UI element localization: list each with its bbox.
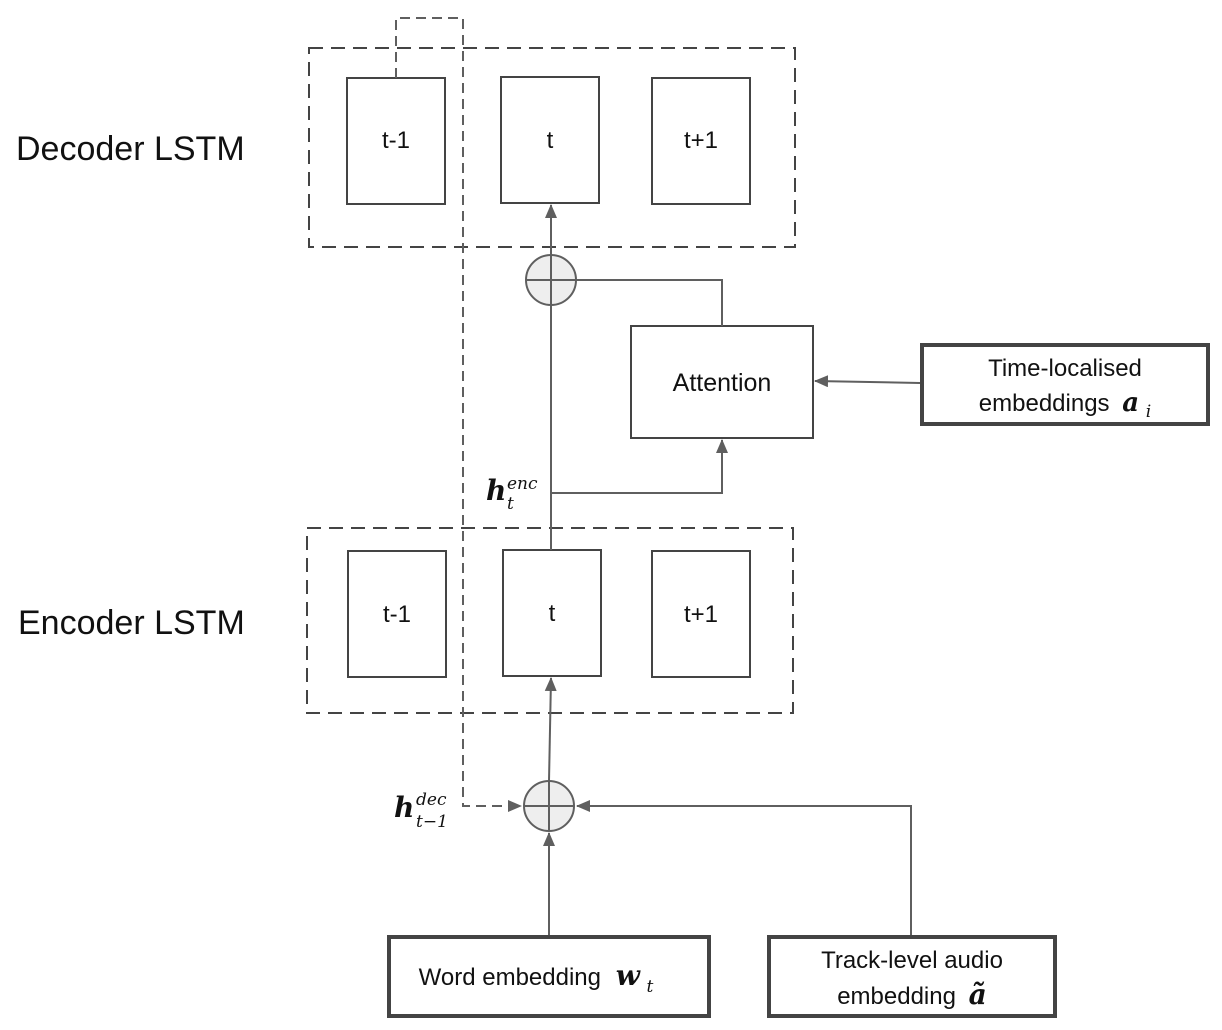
w-t-subscript: t: [646, 977, 653, 997]
time-localised-line1: Time-localised: [988, 355, 1142, 382]
encoder-cell-label-t-minus-1: t-1: [383, 601, 411, 628]
encoder-lstm-label: Encoder LSTM: [18, 604, 245, 642]
decoder-cell-t: [500, 76, 600, 204]
a-i-subscript: i: [1146, 402, 1151, 422]
h-enc-superscript: enc: [507, 474, 538, 494]
decoder-state-feedback-line: [395, 17, 504, 807]
track-audio-embedding-box: [767, 935, 1057, 1018]
time-localised-to-attention-arrow: [814, 375, 921, 388]
encoder-cell-label-t-plus-1: t+1: [684, 601, 718, 628]
attention-box: [630, 325, 814, 439]
track-audio-line2-text: embedding: [837, 983, 956, 1010]
time-localised-line2-text: embeddings: [979, 390, 1110, 417]
h-dec-superscript: dec: [416, 790, 447, 810]
h-enc-to-attention-arrow: [551, 439, 728, 494]
attention-label: Attention: [673, 369, 772, 397]
h-enc-label: h: [486, 474, 506, 507]
word-embedding-label: Word embedding w t: [419, 959, 654, 997]
h-enc-subscript: t: [507, 494, 514, 514]
track-audio-line1: Track-level audio: [821, 947, 1003, 974]
h-dec-label: h: [394, 791, 414, 824]
attention-to-combiner-line: [576, 279, 723, 326]
decoder-cell-t-minus-1: [346, 77, 446, 205]
decoder-cell-label-t: t: [547, 127, 554, 154]
decoder-state-feedback-arrowhead: [508, 800, 522, 812]
a-tilde-symbol: ã: [969, 978, 987, 1011]
encoder-cell-t-plus-1: [651, 550, 751, 678]
h-enc-symbol: h: [486, 474, 506, 507]
track-audio-to-combiner-arrow: [576, 800, 912, 936]
decoder-cell-label-t-minus-1: t-1: [382, 127, 410, 154]
combiner-to-encoder-arrow: [544, 677, 557, 782]
h-dec-symbol: h: [394, 791, 414, 824]
decoder-cell-t-plus-1: [651, 77, 751, 205]
encoder-cell-t-minus-1: [347, 550, 447, 678]
decoder-cell-label-t-plus-1: t+1: [684, 127, 718, 154]
encoder-cell-label-t: t: [549, 600, 556, 627]
h-dec-subscript: t−1: [416, 812, 448, 832]
track-audio-line2: embedding ã: [837, 978, 987, 1011]
encoder-cell-t: [502, 549, 602, 677]
time-localised-line2: embeddings a i: [979, 388, 1151, 422]
a-i-symbol: a: [1122, 388, 1139, 418]
decoder-lstm-label: Decoder LSTM: [16, 130, 245, 168]
w-t-symbol: w: [616, 959, 641, 992]
word-embedding-text: Word embedding: [419, 964, 601, 991]
word-embedding-box: [387, 935, 711, 1018]
time-localised-embeddings-box: [920, 343, 1210, 426]
